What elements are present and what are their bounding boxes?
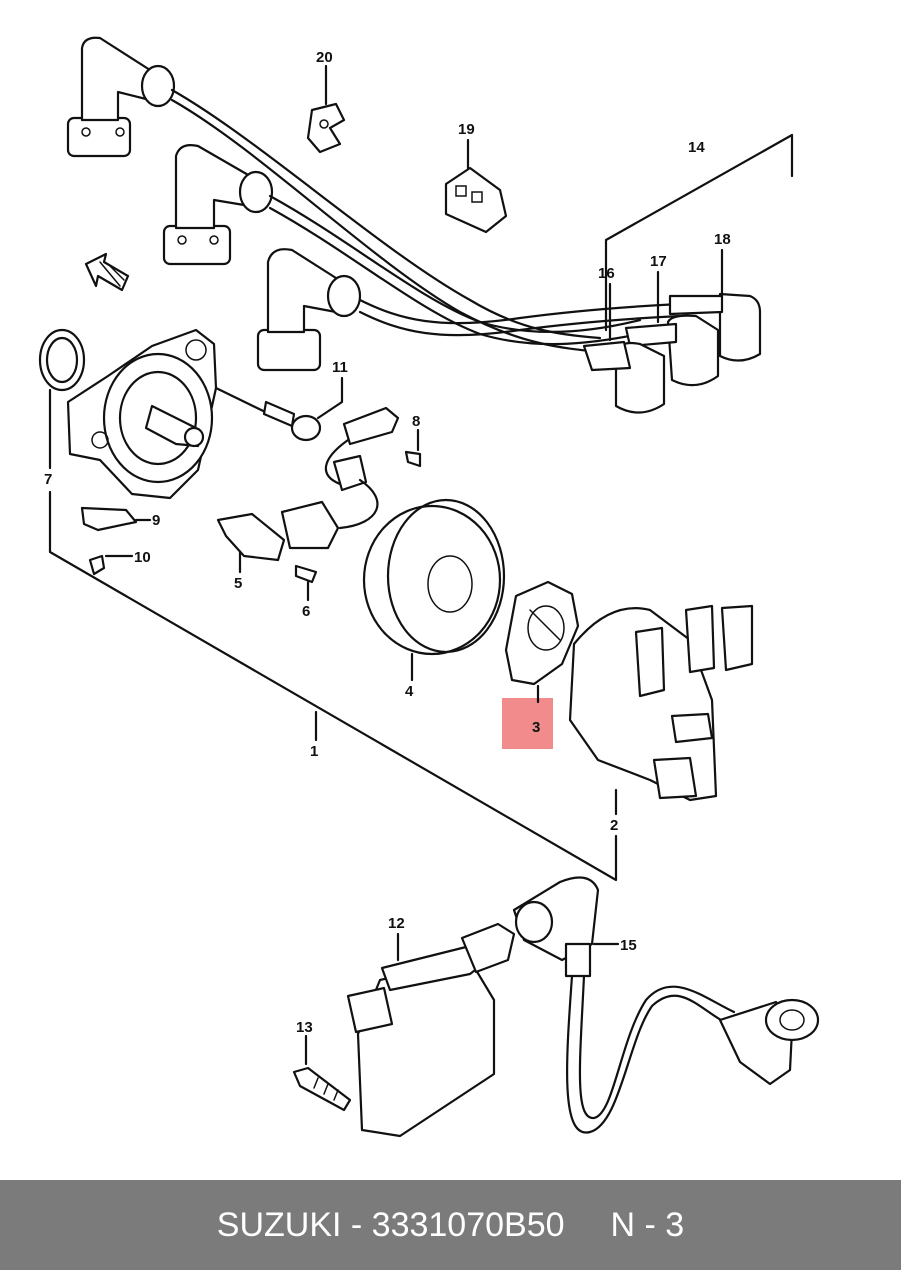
front-arrow-icon: [84, 252, 130, 292]
label-20: 20: [316, 49, 333, 66]
label-7: 7: [44, 471, 52, 488]
coil-lead-15: 15: [512, 876, 820, 1134]
label-8: 8: [412, 413, 420, 430]
ignition-coil-12: 12: [346, 915, 516, 1138]
brand-part-number: SUZUKI - 3331070B50: [216, 1205, 565, 1244]
label-4: 4: [405, 683, 414, 700]
label-12: 12: [388, 915, 405, 932]
connector-19: 19: [444, 121, 508, 234]
bolt-13: 13: [292, 1019, 352, 1112]
distributor-housing: [66, 328, 218, 500]
spark-plug-cap-2: [162, 144, 274, 266]
label-6: 6: [302, 603, 310, 620]
parts-diagram: 14 16 17 18 20 19 7: [38, 36, 820, 1138]
dust-cover-4: 4: [362, 498, 506, 700]
highlight-marker: [502, 698, 553, 749]
label-13: 13: [296, 1019, 313, 1036]
part-number-footer: SUZUKI - 3331070B50 N - 3: [0, 1180, 901, 1270]
sensor-harness: [280, 406, 400, 550]
diagram-reference: N - 3: [610, 1205, 685, 1244]
screw-10: 10: [88, 549, 151, 576]
label-19: 19: [458, 121, 475, 138]
label-3: 3: [532, 719, 540, 736]
screw-8: 8: [404, 413, 422, 468]
label-9: 9: [152, 512, 160, 529]
label-15: 15: [620, 937, 637, 954]
o-ring-7: [38, 328, 86, 392]
plate-5: 5: [216, 512, 286, 592]
wire-clamp-20: 20: [306, 49, 346, 154]
label-1: 1: [310, 743, 318, 760]
screw-6: 6: [294, 564, 318, 620]
high-tension-wires: [170, 88, 682, 354]
label-18: 18: [714, 231, 731, 248]
wire-end-caps: [582, 292, 762, 414]
label-14: 14: [688, 139, 705, 156]
distributor-cap-2: 2: [568, 604, 754, 834]
label-17: 17: [650, 253, 667, 270]
label-11: 11: [332, 359, 348, 376]
spark-plug-cap-1: [66, 36, 176, 158]
spark-plug-cap-3: [256, 248, 362, 372]
label-2: 2: [610, 817, 618, 834]
label-5: 5: [234, 575, 242, 592]
label-10: 10: [134, 549, 151, 566]
bracket-9: 9: [80, 506, 160, 532]
bolt-11: 11: [214, 359, 348, 442]
label-16: 16: [598, 265, 615, 282]
rotor-3[interactable]: 3: [504, 580, 580, 736]
